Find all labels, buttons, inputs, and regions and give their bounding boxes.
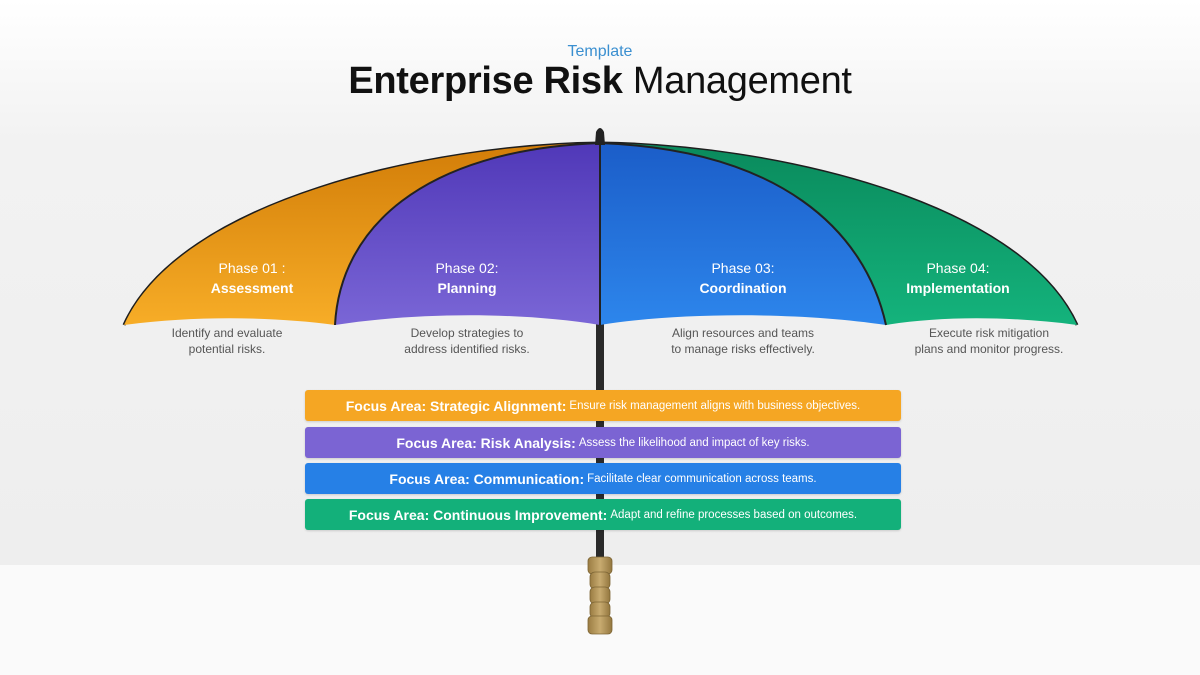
phase-2-label: Phase 02: Planning [367, 259, 567, 298]
description-line: to manage risks effectively. [671, 342, 815, 356]
description-line: Develop strategies to [410, 326, 524, 340]
rib-left [334, 142, 601, 326]
description-line: Identify and evaluate [171, 326, 283, 340]
canopy-panel-green [600, 143, 1077, 325]
focus-area-bar-3: Focus Area: Communication: Facilitate cl… [305, 463, 901, 494]
focus-area-bar-2: Focus Area: Risk Analysis: Assess the li… [305, 427, 901, 458]
phase-3-description: Align resources and teams to manage risk… [643, 325, 843, 357]
focus-area-label: Focus Area: Strategic Alignment: [345, 397, 567, 414]
phase-1-label: Phase 01 : Assessment [152, 259, 352, 298]
phase-name: Planning [437, 280, 497, 296]
focus-area-text: Facilitate clear communication across te… [587, 472, 817, 485]
canopy-panel-orange [124, 143, 600, 325]
phase-name: Implementation [906, 280, 1010, 296]
phase-name: Coordination [699, 280, 787, 296]
phase-number: Phase 04: [926, 260, 990, 276]
rib-right [599, 142, 887, 326]
umbrella-handle [587, 556, 613, 635]
focus-area-bar-4: Focus Area: Continuous Improvement: Adap… [305, 499, 901, 530]
description-line: Align resources and teams [671, 326, 815, 340]
canopy-panel-purple [335, 143, 600, 325]
focus-area-label: Focus Area: Risk Analysis: [396, 434, 576, 451]
focus-area-text: Adapt and refine processes based on outc… [610, 508, 858, 521]
phase-4-label: Phase 04: Implementation [858, 259, 1058, 298]
phase-number: Phase 01 : [218, 260, 286, 276]
description-line: Execute risk mitigation [928, 326, 1050, 340]
phase-4-description: Execute risk mitigation plans and monito… [889, 325, 1089, 357]
description-line: potential risks. [188, 342, 266, 356]
page-title: Enterprise Risk Management [0, 60, 1200, 103]
description-line: plans and monitor progress. [914, 342, 1064, 356]
phase-number: Phase 02: [435, 260, 499, 276]
phase-3-label: Phase 03: Coordination [643, 259, 843, 298]
focus-area-text: Ensure risk management aligns with busin… [569, 399, 861, 412]
focus-area-text: Assess the likelihood and impact of key … [578, 436, 810, 449]
phase-number: Phase 03: [711, 260, 775, 276]
template-label: Template [567, 43, 633, 60]
focus-area-bar-1: Focus Area: Strategic Alignment: Ensure … [305, 390, 901, 421]
phase-name: Assessment [210, 280, 294, 296]
canopy-panel-blue [600, 143, 886, 325]
phase-1-description: Identify and evaluate potential risks. [127, 325, 327, 357]
focus-area-label: Focus Area: Continuous Improvement: [348, 506, 608, 523]
description-line: address identified risks. [404, 342, 530, 356]
umbrella-tip [595, 128, 605, 145]
phase-2-description: Develop strategies to address identified… [367, 325, 567, 357]
title-bold: Enterprise Risk [348, 60, 623, 102]
title-light: Management [632, 60, 852, 102]
focus-area-label: Focus Area: Communication: [389, 470, 585, 487]
